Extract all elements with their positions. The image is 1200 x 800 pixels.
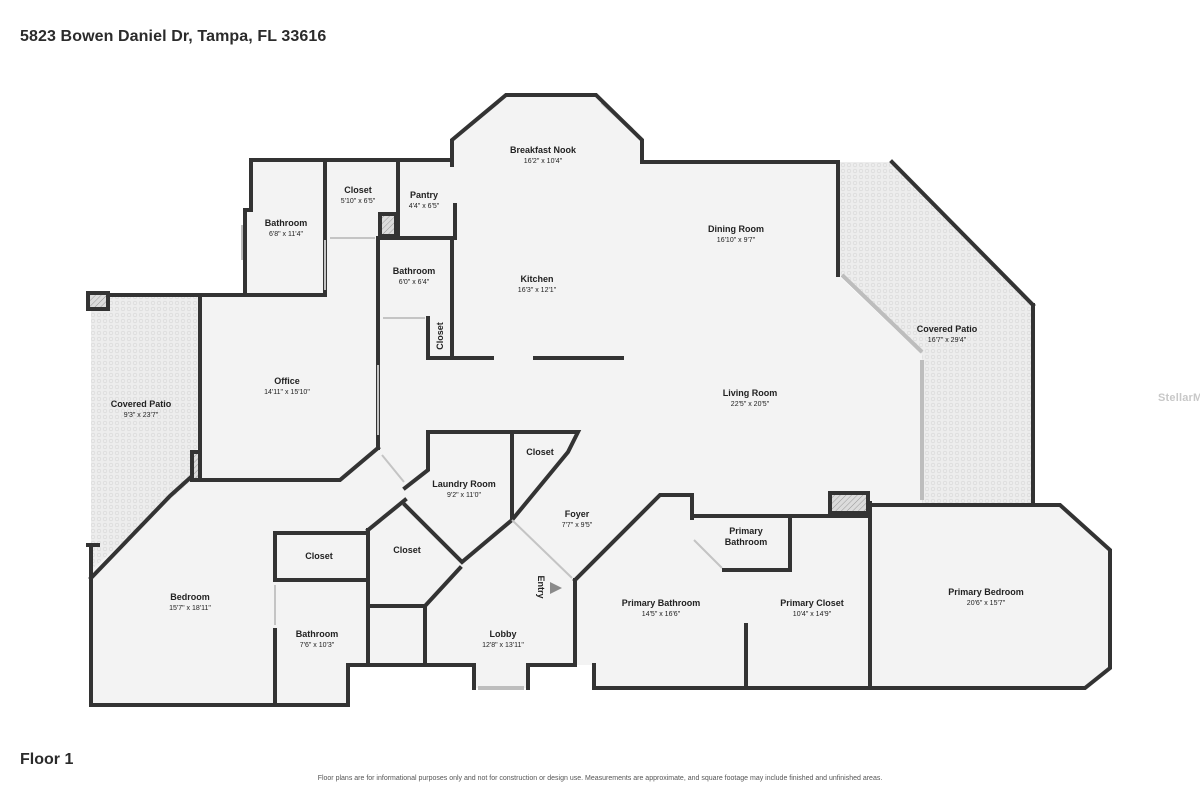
covered-patio-left-area: [91, 295, 200, 575]
entry-arrow-icon: [550, 582, 562, 594]
room-label-closet-bedroom: Closet: [305, 551, 333, 561]
room-name: Bathroom: [393, 266, 436, 276]
room-name: Bedroom: [170, 592, 210, 602]
room-name: Covered Patio: [917, 324, 978, 334]
room-name: Lobby: [490, 629, 517, 639]
room-dimensions: 20'6" x 15'7": [967, 600, 1006, 607]
room-label-pantry: Pantry 4'4" x 6'5": [409, 190, 440, 210]
room-label-bathroom-bottom: Bathroom 7'6" x 10'3": [296, 629, 339, 649]
room-dimensions: 15'7" x 18'11": [169, 605, 211, 612]
room-name: Bathroom: [725, 537, 768, 547]
room-name: Primary Closet: [780, 598, 844, 608]
room-name: Entry: [536, 575, 546, 598]
room-name: Laundry Room: [432, 479, 496, 489]
room-name: Dining Room: [708, 224, 764, 234]
room-dimensions: 4'4" x 6'5": [409, 203, 440, 210]
room-label-bedroom: Bedroom 15'7" x 18'11": [169, 592, 211, 612]
room-name: Primary: [729, 526, 763, 536]
room-label-closet-vertical: Closet: [435, 322, 445, 350]
room-label-dining-room: Dining Room 16'10" x 9'7": [708, 224, 764, 244]
room-name: Bathroom: [296, 629, 339, 639]
room-dimensions: 14'11" x 15'10": [264, 389, 310, 396]
room-label-bathroom-top: Bathroom 6'8" x 11'4": [265, 218, 308, 238]
room-label-covered-patio-left: Covered Patio 9'3" x 23'7": [111, 399, 172, 419]
room-dimensions: 16'3" x 12'1": [518, 287, 557, 294]
room-label-closet-top: Closet 5'10" x 6'5": [341, 185, 376, 205]
room-name: Primary Bathroom: [622, 598, 701, 608]
room-label-primary-bathroom: Primary Bathroom 14'5" x 16'6": [622, 598, 701, 618]
room-dimensions: 7'7" x 9'5": [562, 522, 593, 529]
room-name: Foyer: [565, 509, 590, 519]
watermark: StellarMLS: [1158, 392, 1200, 404]
room-label-closet-laundry: Closet: [526, 447, 554, 457]
room-label-closet-diag: Closet: [393, 545, 421, 555]
room-name: Closet: [393, 545, 421, 555]
room-name: Covered Patio: [111, 399, 172, 409]
room-dimensions: 9'3" x 23'7": [124, 412, 159, 419]
room-name: Bathroom: [265, 218, 308, 228]
room-name: Living Room: [723, 388, 778, 398]
room-dimensions: 14'5" x 16'6": [642, 611, 681, 618]
room-name: Closet: [305, 551, 333, 561]
covered-patio-right-area: [840, 162, 1033, 503]
room-dimensions: 22'5" x 20'5": [731, 401, 770, 408]
room-name: Breakfast Nook: [510, 145, 577, 155]
room-dimensions: 16'7" x 29'4": [928, 337, 967, 344]
disclaimer: Floor plans are for informational purpos…: [317, 775, 883, 782]
room-label-breakfast-nook: Breakfast Nook 16'2" x 10'4": [510, 145, 577, 165]
room-name: Closet: [526, 447, 554, 457]
room-name: Closet: [435, 322, 445, 350]
page-title: 5823 Bowen Daniel Dr, Tampa, FL 33616: [20, 28, 327, 45]
room-name: Kitchen: [520, 274, 553, 284]
room-label-primary-bedroom: Primary Bedroom 20'6" x 15'7": [948, 587, 1024, 607]
room-dimensions: 10'4" x 14'9": [793, 611, 832, 618]
room-label-primary-closet: Primary Closet 10'4" x 14'9": [780, 598, 844, 618]
room-name: Primary Bedroom: [948, 587, 1024, 597]
room-name: Closet: [344, 185, 372, 195]
room-dimensions: 5'10" x 6'5": [341, 198, 376, 205]
room-label-laundry-room: Laundry Room 9'2" x 11'0": [432, 479, 496, 499]
room-name: Office: [274, 376, 300, 386]
room-label-foyer: Foyer 7'7" x 9'5": [562, 509, 593, 529]
room-label-office: Office 14'11" x 15'10": [264, 376, 310, 396]
room-dimensions: 9'2" x 11'0": [447, 492, 481, 499]
room-dimensions: 6'8" x 11'4": [269, 231, 303, 238]
walls: [86, 93, 1112, 707]
floor-label: Floor 1: [20, 751, 74, 768]
room-dimensions: 7'6" x 10'3": [300, 642, 335, 649]
room-dimensions: 6'0" x 6'4": [399, 279, 430, 286]
room-label-lobby: Lobby 12'8" x 13'11": [482, 629, 524, 649]
room-label-living-room: Living Room 22'5" x 20'5": [723, 388, 778, 408]
floor-area: [91, 95, 1110, 705]
room-name: Pantry: [410, 190, 438, 200]
room-dimensions: 16'10" x 9'7": [717, 237, 756, 244]
door-lines: [274, 237, 723, 625]
room-label-entry: Entry: [536, 575, 546, 598]
room-label-covered-patio-right: Covered Patio 16'7" x 29'4": [917, 324, 978, 344]
room-label-bathroom-small: Bathroom 6'0" x 6'4": [393, 266, 436, 286]
room-dimensions: 12'8" x 13'11": [482, 642, 524, 649]
room-dimensions: 16'2" x 10'4": [524, 158, 563, 165]
room-label-kitchen: Kitchen 16'3" x 12'1": [518, 274, 557, 294]
